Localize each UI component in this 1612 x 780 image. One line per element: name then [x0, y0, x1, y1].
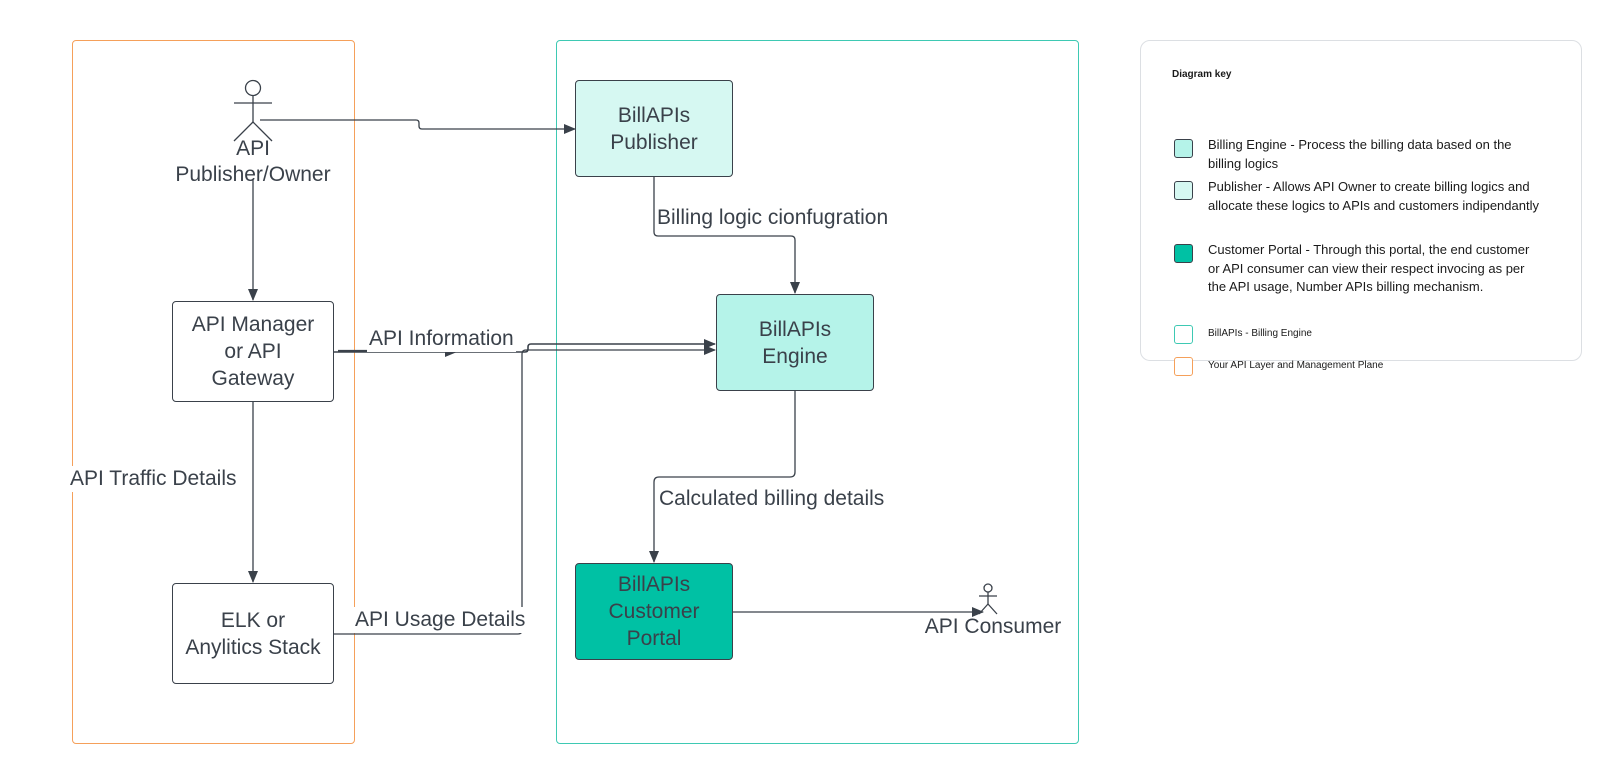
- key-swatch: [1174, 139, 1193, 158]
- key-row-publisher: Publisher - Allows API Owner to create b…: [1174, 179, 1544, 237]
- consumer-actor-label: API Consumer: [924, 615, 1062, 638]
- api-manager-node[interactable]: API Manager or API Gateway: [172, 301, 334, 402]
- calc-edge-label: Calculated billing details: [657, 486, 887, 512]
- key-text: Billing Engine - Process the billing dat…: [1208, 137, 1512, 171]
- key-row-api-layer-frame: Your API Layer and Management Plane: [1174, 357, 1544, 379]
- key-swatch: [1174, 181, 1193, 200]
- billapis-engine-node[interactable]: BillAPIs Engine: [716, 294, 874, 391]
- traffic-edge-label: API Traffic Details: [68, 466, 239, 492]
- edge-elk-to-engine: [334, 345, 716, 635]
- diagram-key: Diagram key Billing Engine - Process the…: [1140, 40, 1582, 376]
- billapis-customer-portal-node[interactable]: BillAPIs Customer Portal: [575, 563, 733, 660]
- publisher-actor-figure: [233, 79, 273, 142]
- key-text: Your API Layer and Management Plane: [1208, 360, 1384, 371]
- edge-owner-to-publisher: [260, 119, 576, 134]
- usage-edge-label: API Usage Details: [353, 607, 528, 633]
- edge-api-manager-to-engine: [334, 339, 716, 353]
- diagram-key-title: Diagram key: [1172, 69, 1232, 80]
- api-layer-frame: [72, 40, 355, 744]
- key-row-billapis-frame: BillAPIs - Billing Engine: [1174, 325, 1544, 347]
- consumer-actor-figure: [978, 583, 998, 615]
- edge-publisher-to-engine: [653, 177, 800, 294]
- key-text: Publisher - Allows API Owner to create b…: [1208, 179, 1539, 213]
- key-swatch: [1174, 244, 1193, 263]
- key-row-billing-engine: Billing Engine - Process the billing dat…: [1174, 137, 1544, 179]
- publisher-actor-label: API Publisher/Owner: [175, 137, 331, 186]
- edge-engine-to-portal: [649, 391, 796, 563]
- billing-config-edge-label: Billing logic cionfugration: [655, 205, 891, 231]
- billapis-publisher-node[interactable]: BillAPIs Publisher: [575, 80, 733, 177]
- key-text: BillAPIs - Billing Engine: [1208, 328, 1312, 339]
- key-swatch: [1174, 325, 1193, 344]
- elk-analytics-node[interactable]: ELK or Anylitics Stack: [172, 583, 334, 684]
- billapis-frame: [556, 40, 1079, 744]
- api-info-edge-label: API Information: [367, 326, 516, 352]
- key-row-customer-portal: Customer Portal - Through this portal, t…: [1174, 242, 1544, 318]
- key-swatch: [1174, 357, 1193, 376]
- key-text: Customer Portal - Through this portal, t…: [1208, 242, 1530, 294]
